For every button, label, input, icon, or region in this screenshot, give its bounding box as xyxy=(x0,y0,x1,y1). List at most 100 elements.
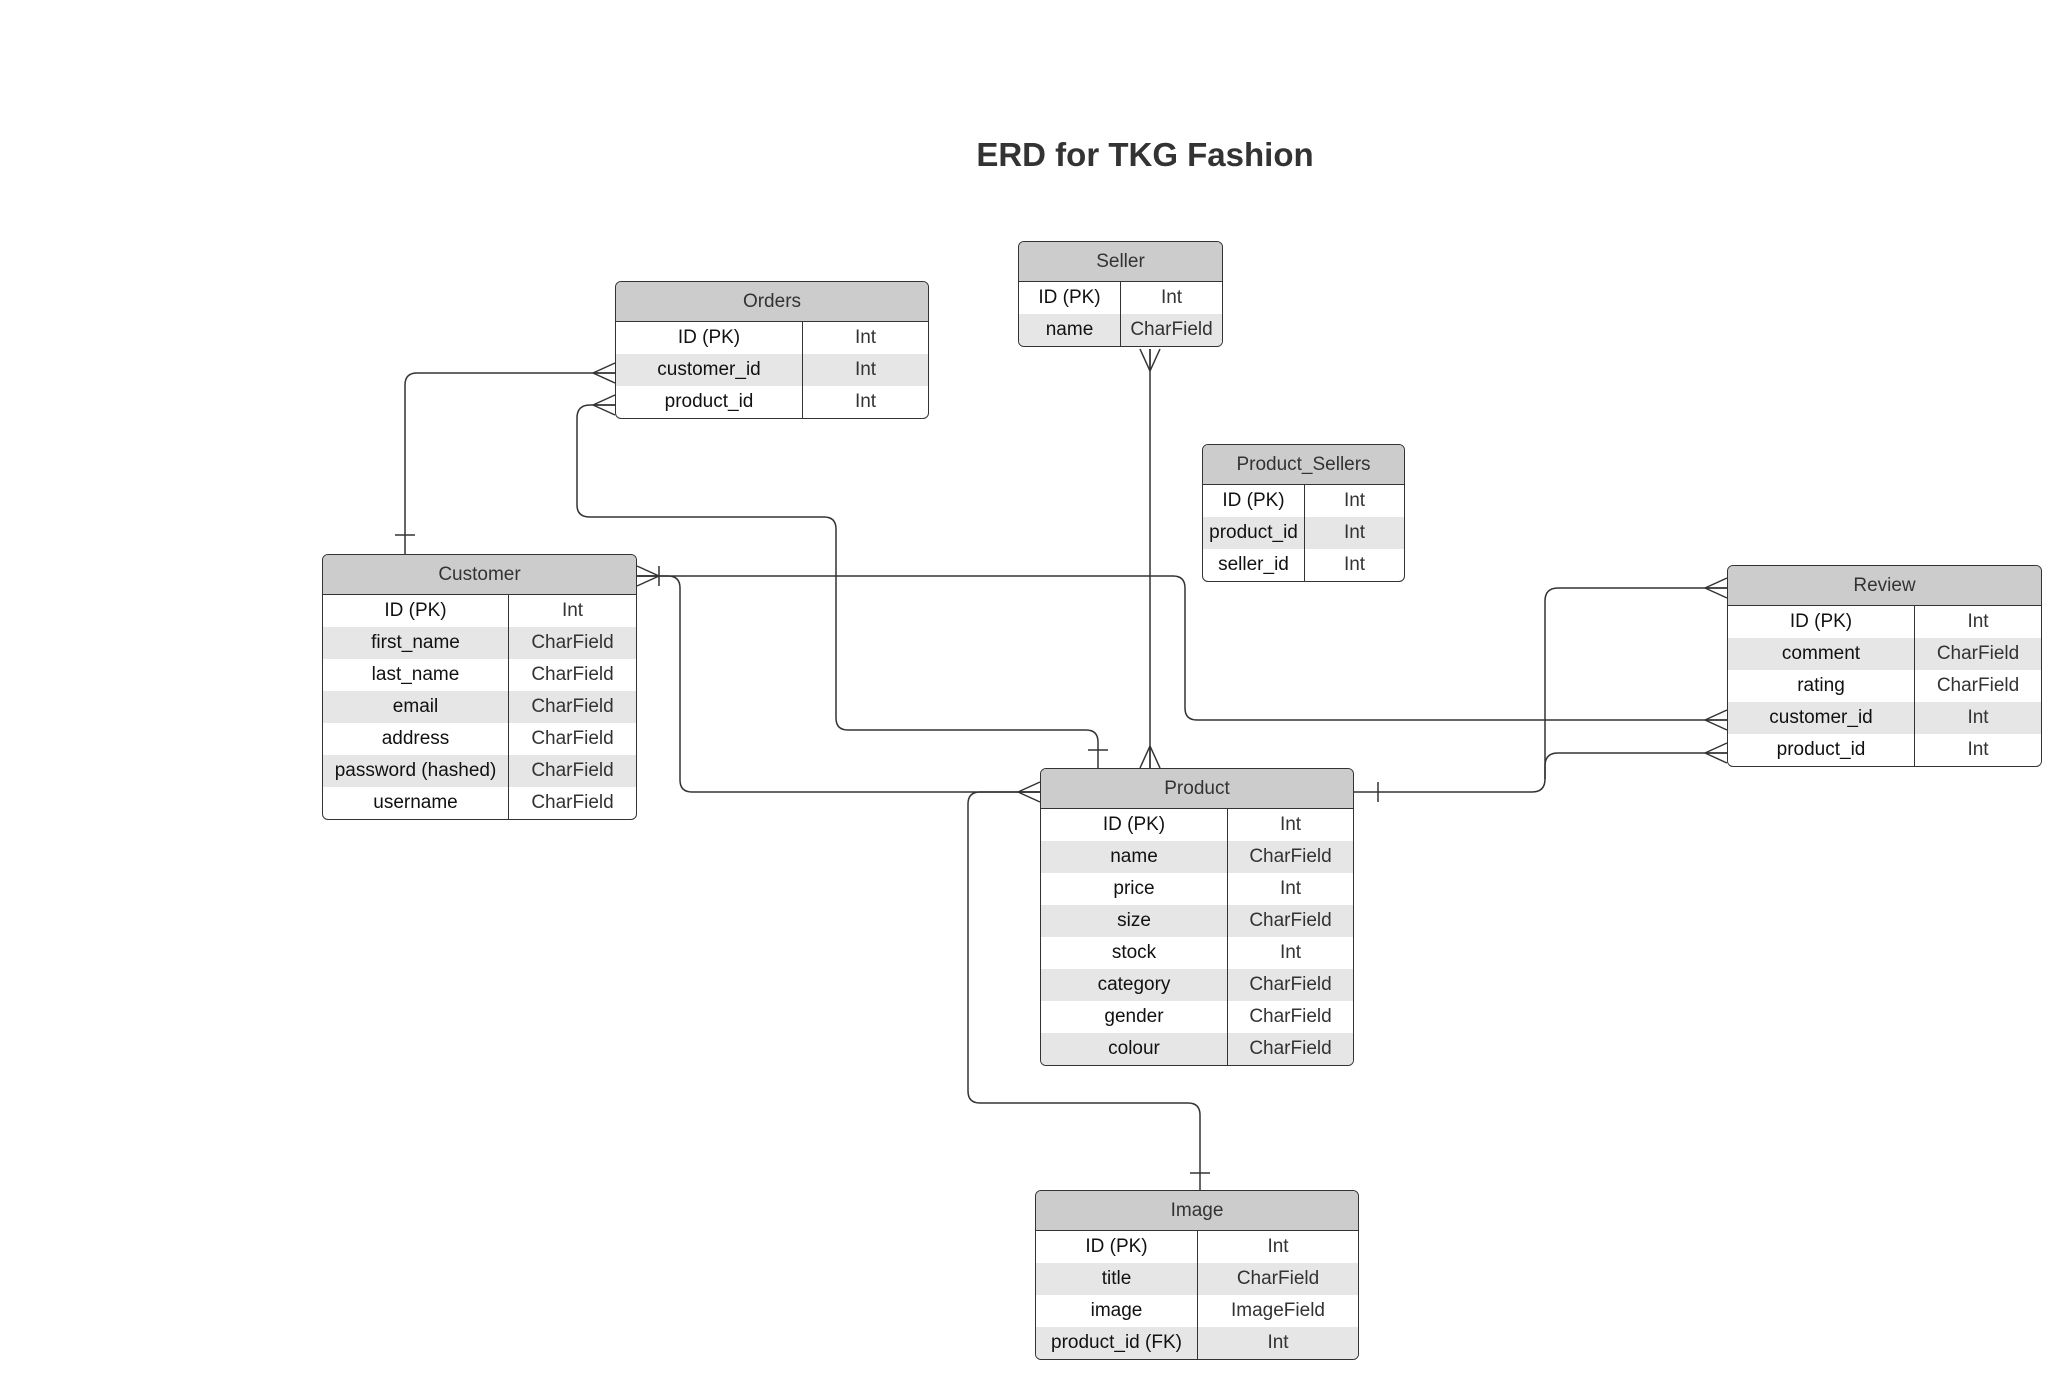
field-name: name xyxy=(1041,841,1228,873)
field-name: password (hashed) xyxy=(323,755,509,787)
connector-product-review-header xyxy=(1544,587,1727,779)
field-row: ID (PK) Int xyxy=(1036,1231,1358,1263)
field-name: ID (PK) xyxy=(323,595,509,627)
field-type: Int xyxy=(854,391,877,412)
field-name: email xyxy=(323,691,509,723)
field-row: name CharField xyxy=(1019,314,1222,346)
field-type: Int xyxy=(561,600,584,621)
field-name: gender xyxy=(1041,1001,1228,1033)
field-type: Int xyxy=(854,359,877,380)
field-type: Int xyxy=(1279,942,1302,963)
field-type: Int xyxy=(1279,814,1302,835)
field-type: CharField xyxy=(1249,1006,1332,1027)
field-row: ID (PK) Int xyxy=(1041,809,1353,841)
field-name: ID (PK) xyxy=(1036,1231,1198,1263)
field-row: price Int xyxy=(1041,873,1353,905)
field-name: image xyxy=(1036,1295,1198,1327)
field-name: ID (PK) xyxy=(1019,282,1121,314)
field-type: CharField xyxy=(1236,1268,1320,1289)
field-name: address xyxy=(323,723,509,755)
field-type: Int xyxy=(1160,287,1183,308)
field-type: CharField xyxy=(1249,846,1332,867)
field-name: name xyxy=(1019,314,1121,346)
field-type: Int xyxy=(1967,707,1989,728)
field-type: CharField xyxy=(1249,910,1332,931)
many-marker xyxy=(1704,742,1728,764)
field-type: ImageField xyxy=(1231,1300,1325,1321)
many-marker xyxy=(1704,709,1728,731)
field-type: CharField xyxy=(1130,319,1213,340)
field-name: stock xyxy=(1041,937,1228,969)
entity-header: Review xyxy=(1728,566,2041,606)
field-type: Int xyxy=(1267,1332,1289,1353)
many-marker xyxy=(1139,348,1161,372)
field-row: colour CharField xyxy=(1041,1033,1353,1065)
field-name: category xyxy=(1041,969,1228,1001)
field-name: product_id xyxy=(1728,734,1915,766)
field-name: ID (PK) xyxy=(1041,809,1228,841)
field-row: ID (PK)Int xyxy=(1203,485,1404,517)
field-row: comment CharField xyxy=(1728,638,2041,670)
field-type: Int xyxy=(1343,554,1366,575)
field-name: customer_id xyxy=(1728,702,1915,734)
field-type: Int xyxy=(854,327,877,348)
field-row: gender CharField xyxy=(1041,1001,1353,1033)
field-type: Int xyxy=(1267,1236,1289,1257)
field-name: comment xyxy=(1728,638,1915,670)
connector-customer-review xyxy=(637,575,1727,721)
field-row: product_id (FK) Int xyxy=(1036,1327,1358,1359)
field-type: CharField xyxy=(531,760,614,781)
many-marker xyxy=(592,362,616,384)
entity-header: Seller xyxy=(1019,242,1222,282)
field-name: customer_id xyxy=(616,354,803,386)
field-name: ID (PK) xyxy=(616,322,803,354)
field-row: customer_id Int xyxy=(616,354,928,386)
field-row: size CharField xyxy=(1041,905,1353,937)
field-name: product_id xyxy=(616,386,803,418)
entity-header: Product xyxy=(1041,769,1353,809)
connector-product-orders xyxy=(576,404,1099,768)
field-type: Int xyxy=(1343,522,1366,543)
connector-customer-orders xyxy=(404,372,615,554)
field-row: product_id Int xyxy=(1728,734,2041,766)
field-type: CharField xyxy=(1936,643,2020,664)
many-marker xyxy=(1139,745,1161,769)
field-type: CharField xyxy=(531,632,614,653)
field-name: rating xyxy=(1728,670,1915,702)
field-row: rating CharField xyxy=(1728,670,2041,702)
field-type: CharField xyxy=(1249,1038,1332,1059)
field-type: CharField xyxy=(1936,675,2020,696)
field-type: Int xyxy=(1967,611,1989,632)
diagram-title: ERD for TKG Fashion xyxy=(976,136,1314,173)
field-type: Int xyxy=(1279,878,1302,899)
field-name: product_id (FK) xyxy=(1036,1327,1198,1359)
field-row: image ImageField xyxy=(1036,1295,1358,1327)
entity-header: Product_Sellers xyxy=(1203,445,1404,485)
field-row: ID (PK)Int xyxy=(1728,606,2041,638)
field-name: colour xyxy=(1041,1033,1228,1065)
field-row: stock Int xyxy=(1041,937,1353,969)
field-row: product_id Int xyxy=(616,386,928,418)
field-name: price xyxy=(1041,873,1228,905)
connector-product-review xyxy=(1354,752,1727,793)
field-type: Int xyxy=(1967,739,1989,760)
field-name: size xyxy=(1041,905,1228,937)
